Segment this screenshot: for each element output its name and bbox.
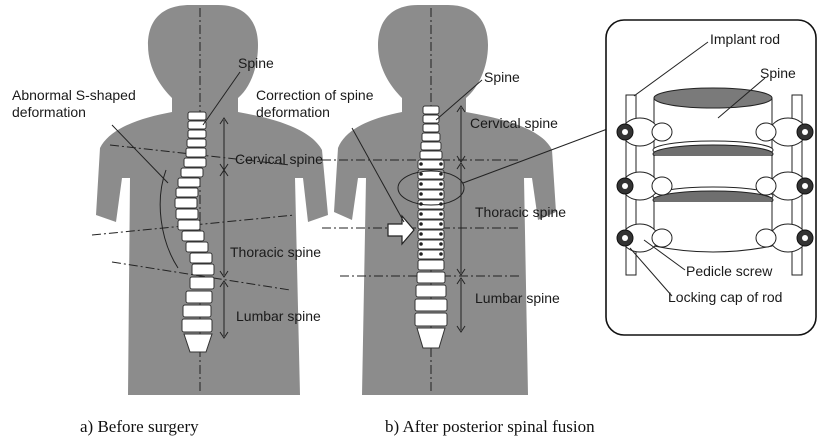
body-silhouette-a	[96, 5, 328, 395]
vertebral-bodies	[653, 88, 773, 252]
label-lumbar-b: Lumbar spine	[475, 290, 560, 306]
label-pedicle-screw: Pedicle screw	[686, 263, 773, 279]
label-locking-cap: Locking cap of rod	[668, 289, 782, 305]
label-cervical-b: Cervical spine	[470, 115, 558, 131]
label-abnormal-line2: deformation	[12, 104, 86, 120]
panel-before-surgery: Abnormal S-shaped deformation Spine Cerv…	[12, 5, 328, 436]
label-spine-b: Spine	[484, 69, 520, 85]
pedicle-screws-left	[617, 118, 672, 252]
label-cervical-a: Cervical spine	[235, 151, 323, 167]
label-spine-a: Spine	[238, 55, 274, 71]
label-abnormal-line1: Abnormal S-shaped	[12, 87, 136, 103]
label-thoracic-a: Thoracic spine	[230, 244, 321, 260]
label-spine-c: Spine	[760, 65, 796, 81]
caption-b: b) After posterior spinal fusion	[385, 417, 595, 436]
label-correction-line2: deformation	[256, 104, 330, 120]
label-implant-rod: Implant rod	[710, 31, 780, 47]
label-thoracic-b: Thoracic spine	[475, 204, 566, 220]
panel-detail-inset: Implant rod Spine Pedicle screw Locking …	[606, 20, 816, 335]
label-correction-line1: Correction of spine	[256, 87, 374, 103]
body-silhouette-b	[334, 5, 556, 395]
label-lumbar-a: Lumbar spine	[236, 308, 321, 324]
pedicle-screws-right	[756, 118, 813, 252]
caption-a: a) Before surgery	[80, 417, 199, 436]
